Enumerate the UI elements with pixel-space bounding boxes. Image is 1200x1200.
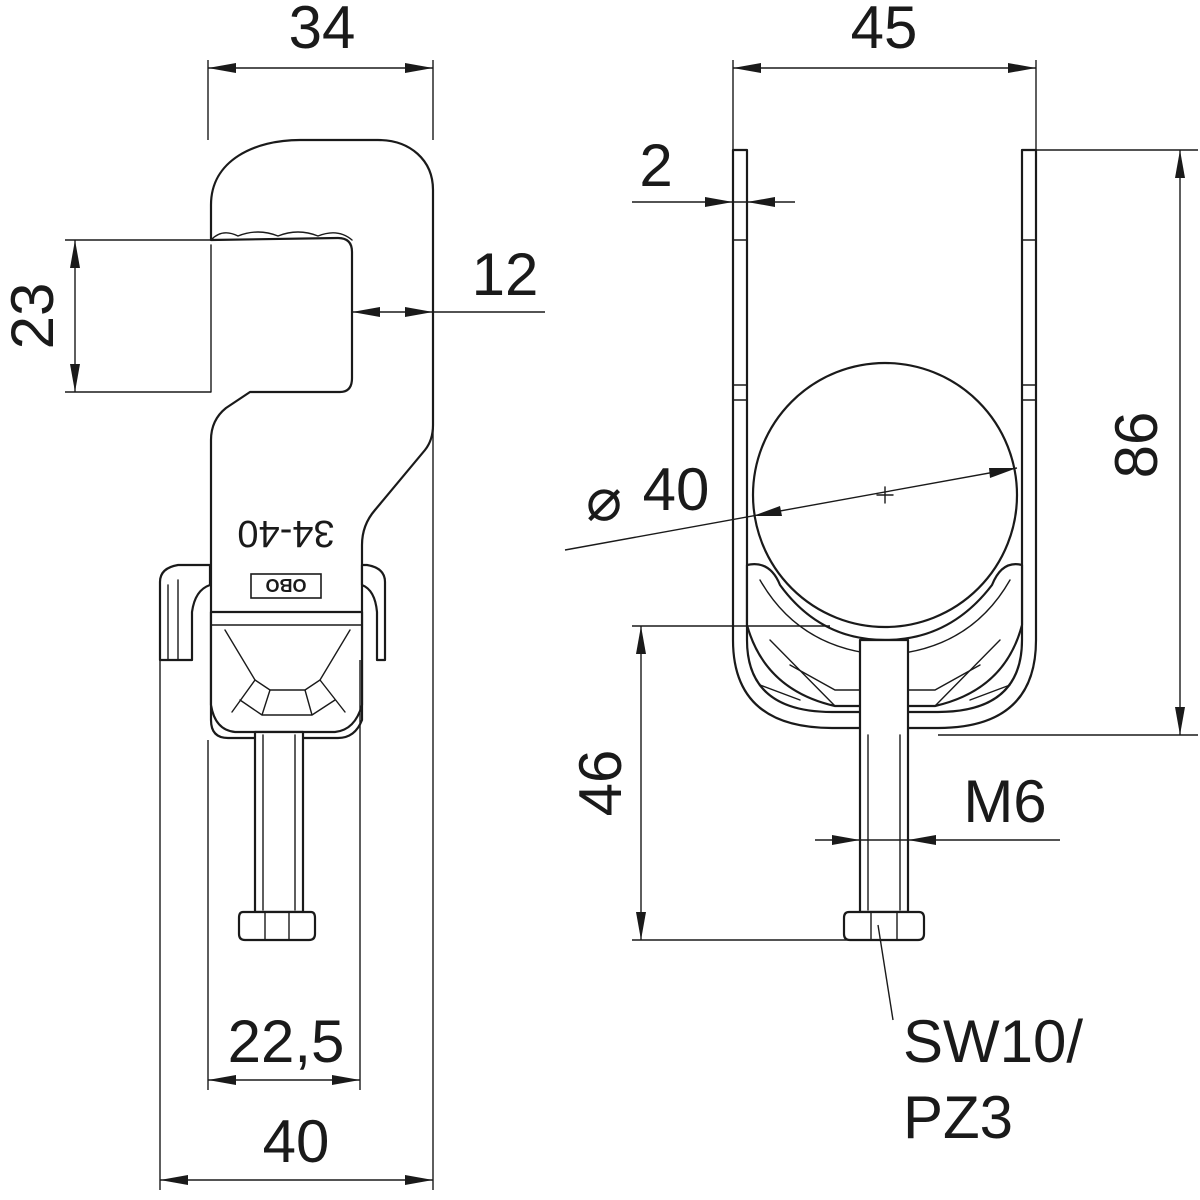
stamp-brand-group: OBO <box>250 573 322 599</box>
dim-12: 12 <box>472 241 539 308</box>
bolt-shaft-side <box>253 730 305 914</box>
dim-22-5: 22,5 <box>228 1008 345 1075</box>
dim-sw10: SW10/ <box>903 1008 1083 1075</box>
wing-right <box>360 563 387 662</box>
dim-86: 86 <box>1103 412 1170 479</box>
dim-40-bottom: 40 <box>263 1108 330 1175</box>
dim-m6: M6 <box>963 768 1046 835</box>
stamp-size-text: 34-40 <box>237 512 334 554</box>
dim-23: 23 <box>0 283 66 350</box>
front-view: 45 2 ⌀ 40 86 46 M6 <box>564 0 1198 1151</box>
clip-body-side <box>209 138 435 740</box>
dim-diameter-40: 40 <box>643 456 710 523</box>
clamp-jaw-edge <box>210 231 353 241</box>
wing-left <box>158 563 212 662</box>
dim-34: 34 <box>289 0 356 61</box>
dim-pz3: PZ3 <box>903 1084 1013 1151</box>
bolt-shaft-front <box>858 638 910 914</box>
saddle-block <box>209 610 364 734</box>
saddle-front <box>745 563 1024 708</box>
side-view: 34-40 OBO 34 23 12 <box>0 0 545 1190</box>
hex-head-front <box>842 910 926 942</box>
dim-diameter-symbol: ⌀ <box>586 466 622 533</box>
dim-45: 45 <box>851 0 918 61</box>
stamp-brand-text: OBO <box>265 575 306 595</box>
dim-2: 2 <box>639 132 672 199</box>
dim-46: 46 <box>567 750 634 817</box>
hex-head-side <box>237 910 317 942</box>
stamp-group: 34-40 <box>237 512 334 554</box>
